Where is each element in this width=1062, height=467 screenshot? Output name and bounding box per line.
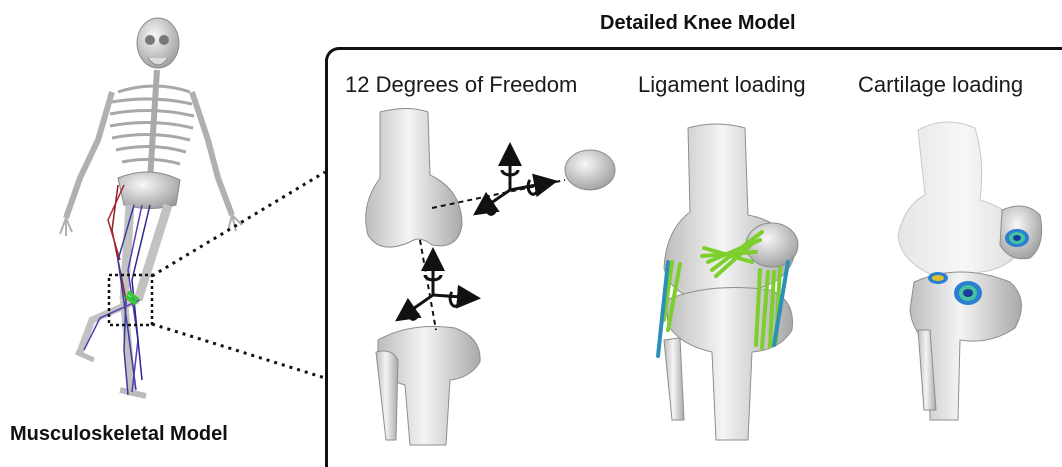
ligament-knee <box>658 124 798 440</box>
skeleton-figure <box>60 18 242 396</box>
zoom-line-bottom <box>152 324 325 378</box>
cartilage-knee <box>898 122 1042 420</box>
diagram-graphics <box>0 0 1062 455</box>
dof-knee-bones <box>366 109 615 446</box>
